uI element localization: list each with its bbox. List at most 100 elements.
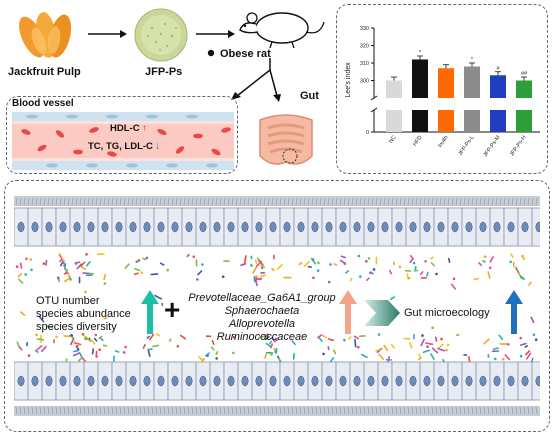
bacterium xyxy=(35,333,38,337)
bacterium xyxy=(418,357,422,361)
villus xyxy=(207,405,210,415)
bacterium xyxy=(137,259,141,262)
cell-nucleus xyxy=(353,375,361,387)
villus xyxy=(23,405,26,415)
x-tick-label: JFP-Ps-H xyxy=(509,135,528,158)
villus xyxy=(127,405,130,415)
villus xyxy=(87,197,90,207)
bacterium xyxy=(78,264,87,271)
villus xyxy=(503,197,506,207)
bacterium xyxy=(360,353,368,359)
villus xyxy=(427,405,430,415)
bacterium xyxy=(145,256,149,260)
bacterium xyxy=(409,258,414,264)
villus xyxy=(423,197,426,207)
villus xyxy=(139,197,142,207)
villus xyxy=(303,405,306,415)
bacterium xyxy=(63,272,69,275)
villus xyxy=(447,197,450,207)
bacterium xyxy=(147,348,153,351)
villus xyxy=(463,197,466,207)
bacterium xyxy=(525,350,531,356)
bacterium xyxy=(339,259,346,264)
villus xyxy=(171,405,174,415)
bacterium xyxy=(264,335,270,341)
bacterium xyxy=(62,262,67,266)
bacterium xyxy=(525,352,532,360)
blood-vessel-image xyxy=(12,112,234,170)
epithelium-top xyxy=(14,196,540,247)
villus xyxy=(175,197,178,207)
bacterium xyxy=(82,334,89,339)
villus xyxy=(63,405,66,415)
villus xyxy=(431,405,434,415)
villus xyxy=(443,197,446,207)
bacterium xyxy=(186,253,190,258)
bacterium xyxy=(327,338,334,342)
blue-up-arrow-icon xyxy=(505,290,523,334)
villus xyxy=(119,197,122,207)
tc-tg-ldl-label: TC, TG, LDL-C ↓ xyxy=(88,141,161,152)
bacterium xyxy=(35,349,39,354)
bacterium xyxy=(103,273,107,281)
bacterium xyxy=(36,338,45,341)
bacterium xyxy=(450,283,457,290)
villus xyxy=(331,197,334,207)
bacterium xyxy=(57,276,60,280)
lee-index-panel xyxy=(336,4,548,174)
villus xyxy=(79,197,82,207)
bacterium xyxy=(519,354,523,358)
villus xyxy=(395,197,398,207)
bacterium xyxy=(375,348,382,352)
villus xyxy=(387,405,390,415)
bacterium xyxy=(421,334,424,337)
villus xyxy=(215,405,218,415)
bacterium xyxy=(442,358,446,362)
bacterium xyxy=(389,269,393,275)
bacterium xyxy=(365,260,368,263)
villus xyxy=(291,197,294,207)
up-arrow-icon: ↑ xyxy=(142,123,147,134)
villus xyxy=(55,197,58,207)
bacterium xyxy=(418,353,421,358)
villus xyxy=(451,405,454,415)
bacterium xyxy=(528,281,532,286)
cell-nucleus xyxy=(367,221,375,233)
villus xyxy=(507,197,510,207)
villus xyxy=(135,197,138,207)
bacterium xyxy=(221,275,225,279)
villus xyxy=(403,405,406,415)
bacterium xyxy=(429,256,434,260)
cell-nucleus xyxy=(493,375,501,387)
villus xyxy=(283,405,286,415)
villus xyxy=(187,405,190,415)
bacterium xyxy=(345,270,350,274)
x-tick-label: HFD xyxy=(412,135,423,148)
villus xyxy=(187,197,190,207)
bacterium xyxy=(445,348,448,352)
bacterium xyxy=(75,345,79,349)
cell-nucleus xyxy=(171,375,179,387)
cell-nucleus xyxy=(73,375,81,387)
cell-nucleus xyxy=(353,221,361,233)
cell-nucleus xyxy=(283,375,291,387)
villus xyxy=(327,197,330,207)
villus xyxy=(367,197,370,207)
villus xyxy=(383,197,386,207)
villus xyxy=(515,405,518,415)
villus xyxy=(99,197,102,207)
villus xyxy=(339,405,342,415)
bar xyxy=(412,59,428,98)
villus xyxy=(267,197,270,207)
bacterium xyxy=(192,255,196,259)
villus xyxy=(407,405,410,415)
bacterium xyxy=(156,333,161,337)
bacterium xyxy=(91,348,95,355)
villus xyxy=(387,197,390,207)
villus xyxy=(283,197,286,207)
bar-lower xyxy=(438,110,454,132)
villus xyxy=(223,197,226,207)
villus xyxy=(495,405,498,415)
bacterium xyxy=(483,255,487,259)
villus xyxy=(523,197,526,207)
